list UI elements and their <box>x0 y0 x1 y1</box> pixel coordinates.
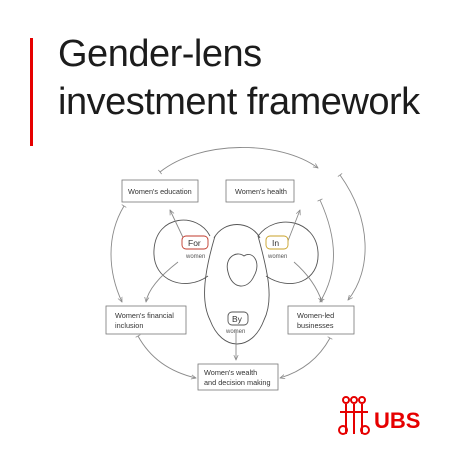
box-label: Women's financial <box>115 311 174 320</box>
logo-text: UBS <box>374 408 420 433</box>
arc-bottom-left <box>138 336 196 378</box>
title-line-1: Gender-lens <box>58 33 262 75</box>
box-womens-wealth: Women's wealth and decision making <box>197 363 279 391</box>
box-womens-financial-inclusion: Women's financial inclusion <box>105 305 187 335</box>
lens-connectors <box>146 210 322 360</box>
arc-right-inner <box>320 200 334 302</box>
outer-cycle-arrows <box>110 147 366 378</box>
lens-label: For <box>188 238 201 248</box>
arc-left <box>110 206 124 302</box>
arc-right <box>340 175 366 300</box>
lens-trefoil <box>153 219 319 345</box>
box-label: Women's health <box>235 187 287 196</box>
box-label: and decision making <box>204 378 271 387</box>
accent-bar <box>30 38 33 146</box>
title-line-2: investment framework <box>58 81 420 123</box>
lens-sub: women <box>267 254 287 260</box>
arc-bottom-right <box>280 338 330 378</box>
lens-sub: women <box>225 329 245 335</box>
lens-in: In women <box>265 235 289 260</box>
lens-sub: women <box>185 254 205 260</box>
page-title: Gender-lens investment framework <box>58 30 420 126</box>
box-womens-education: Women's education <box>121 179 199 203</box>
box-women-led-businesses: Women-led businesses <box>287 305 355 335</box>
lens-label: By <box>232 314 243 324</box>
lens-label: In <box>272 238 279 248</box>
box-label: inclusion <box>115 321 143 330</box>
box-womens-health: Women's health <box>225 179 295 203</box>
three-keys-icon <box>338 396 370 435</box>
box-label: Women's wealth <box>204 368 257 377</box>
lens-by: By women <box>225 311 249 335</box>
box-label: Women's education <box>128 187 192 196</box>
box-label: Women-led <box>297 311 334 320</box>
arc-top <box>160 147 318 172</box>
box-label: businesses <box>297 321 334 330</box>
lens-for: For women <box>181 235 209 260</box>
ubs-logo: UBS <box>338 396 420 435</box>
